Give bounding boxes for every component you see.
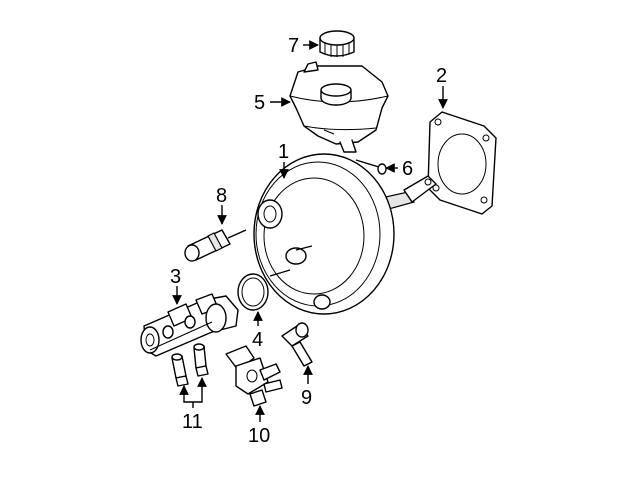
master-cylinder bbox=[140, 293, 239, 357]
callout-7: 7 bbox=[288, 35, 299, 57]
callout-9: 9 bbox=[301, 387, 312, 409]
callout-10: 10 bbox=[248, 425, 270, 447]
callout-5: 5 bbox=[254, 92, 265, 114]
o-ring-seal bbox=[237, 273, 269, 311]
elbow-fitting bbox=[281, 322, 313, 367]
callout-labels: 7 5 2 1 6 8 3 4 9 10 11 bbox=[170, 35, 447, 447]
fluid-reservoir bbox=[289, 61, 389, 153]
callout-4: 4 bbox=[252, 329, 263, 351]
callout-11: 11 bbox=[182, 411, 203, 433]
callout-1: 1 bbox=[278, 141, 289, 163]
callout-8: 8 bbox=[216, 185, 227, 207]
callout-3: 3 bbox=[170, 266, 181, 288]
brake-booster bbox=[253, 153, 437, 315]
brake-line-fittings bbox=[171, 343, 209, 387]
booster-gasket bbox=[427, 111, 497, 215]
leader-lines bbox=[172, 40, 448, 422]
pressure-sensor bbox=[184, 229, 247, 262]
proportioning-valve bbox=[225, 345, 283, 407]
reservoir-cap bbox=[319, 30, 355, 57]
callout-2: 2 bbox=[436, 65, 447, 87]
callout-6: 6 bbox=[402, 158, 413, 180]
